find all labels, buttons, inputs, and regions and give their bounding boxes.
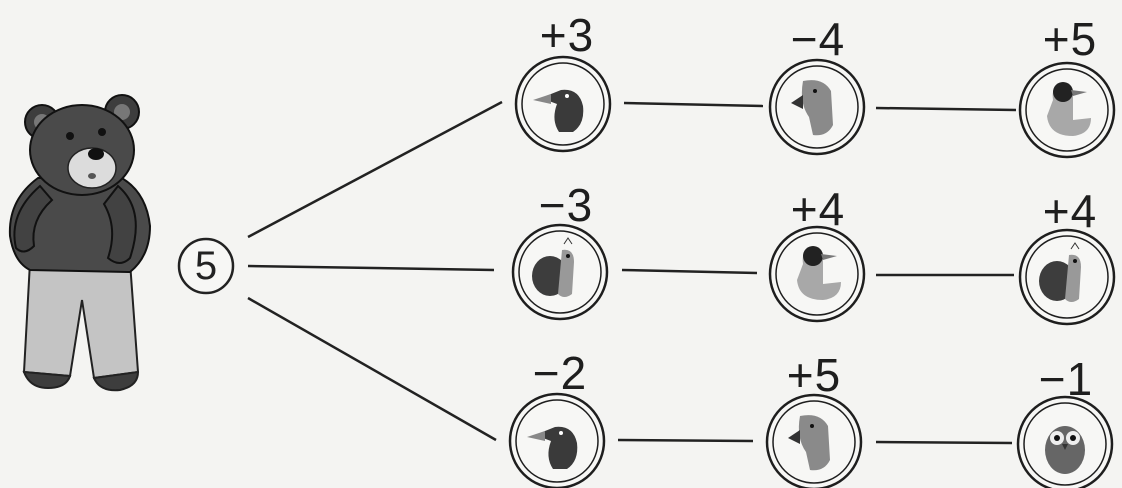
owl-icon	[1016, 395, 1114, 488]
connectors	[247, 100, 1017, 445]
start-number-circle	[177, 237, 235, 295]
bird-nodes	[508, 55, 1116, 488]
connector-line	[875, 440, 1013, 445]
op-label: −4	[790, 13, 846, 65]
op-label: +5	[786, 349, 842, 401]
parrot-icon	[765, 393, 863, 488]
op-label: +5	[1042, 13, 1098, 65]
op-label: −1	[1038, 353, 1094, 405]
connector-line	[623, 101, 764, 108]
crow-icon	[508, 392, 606, 488]
peacock-icon	[511, 223, 609, 321]
duck-icon	[768, 225, 866, 323]
start-number: 5	[194, 243, 218, 288]
connector-line	[621, 268, 758, 275]
op-label: +4	[1042, 185, 1098, 237]
connector-line	[247, 100, 503, 239]
op-label: +4	[790, 183, 846, 235]
parrot-icon	[768, 58, 866, 156]
connector-line	[875, 106, 1017, 112]
op-label: +3	[539, 9, 595, 61]
duck-icon	[1018, 61, 1116, 159]
crow-icon	[514, 55, 612, 153]
connector-line	[247, 296, 497, 442]
teddy-bear-illustration	[8, 94, 152, 392]
op-label: −2	[532, 347, 588, 399]
op-label: −3	[538, 179, 594, 231]
connector-line	[247, 264, 495, 272]
peacock-icon	[1018, 228, 1116, 326]
connector-line	[617, 438, 754, 443]
